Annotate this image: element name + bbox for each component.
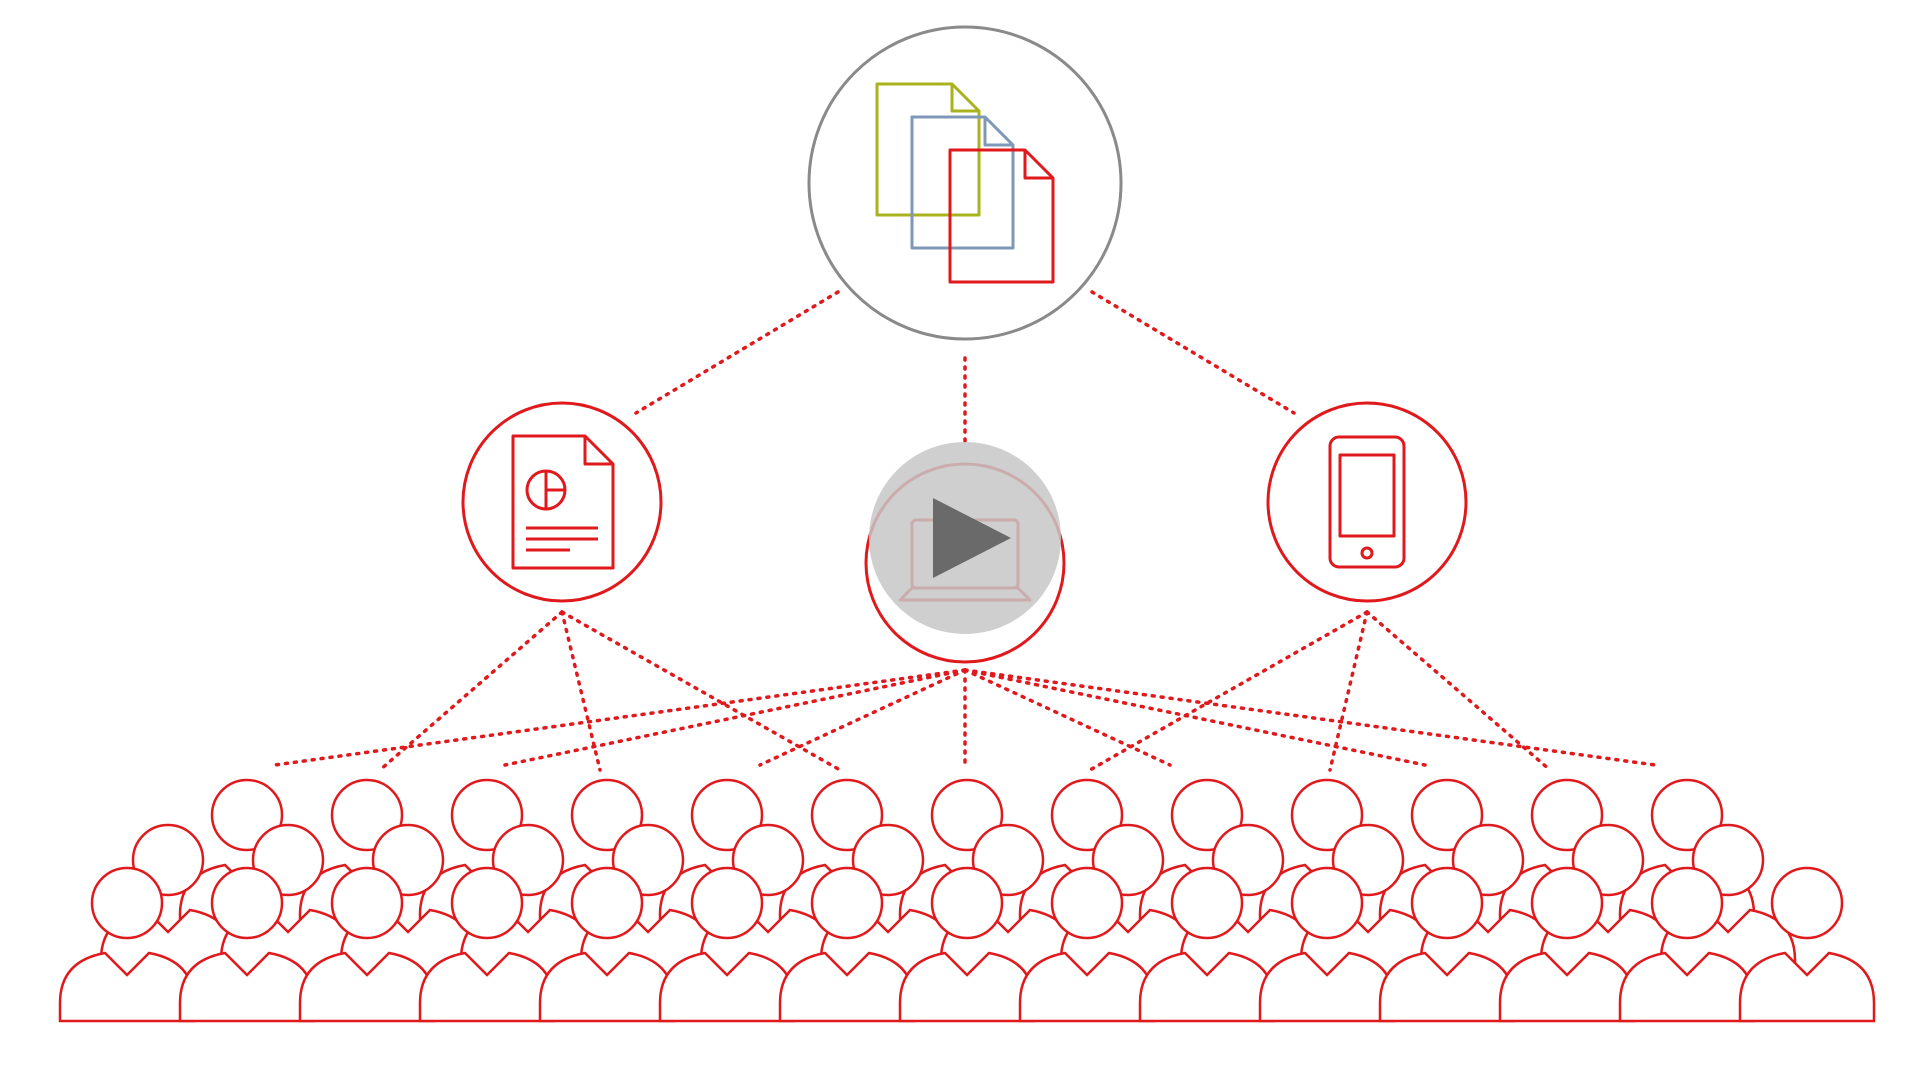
connector-line xyxy=(1365,610,1552,772)
connector-line xyxy=(1328,610,1369,772)
connector-line xyxy=(1090,290,1296,415)
connector-lines xyxy=(273,290,1657,772)
connector-line xyxy=(560,610,842,772)
audience-person-icon xyxy=(178,866,316,1023)
connector-line xyxy=(560,610,602,772)
connector-line xyxy=(963,668,1172,767)
audience-person-icon xyxy=(1378,866,1516,1023)
channel-report-node xyxy=(461,401,663,603)
play-button[interactable] xyxy=(869,442,1061,634)
connector-line xyxy=(963,668,1427,767)
document-green-icon xyxy=(875,82,981,217)
connector-line xyxy=(1088,610,1369,772)
connector-line xyxy=(634,290,840,415)
audience-person-icon xyxy=(898,866,1036,1023)
hub-circle xyxy=(807,25,1123,341)
hub-node xyxy=(807,25,1123,341)
audience-person-icon xyxy=(1738,866,1876,1023)
audience-person-icon xyxy=(58,866,196,1023)
audience-person-icon xyxy=(1138,866,1276,1023)
audience-person-icon xyxy=(1618,866,1756,1023)
document-blue-icon xyxy=(910,115,1015,250)
play-icon[interactable] xyxy=(933,498,1011,578)
audience-person-icon xyxy=(1498,866,1636,1023)
connector-line xyxy=(273,668,967,767)
connector-line xyxy=(503,668,967,767)
audience-crowd xyxy=(58,778,1876,1023)
connector-line xyxy=(758,668,967,767)
stacked-documents-icon xyxy=(875,82,1055,284)
smartphone-icon xyxy=(1328,435,1406,569)
audience-person-icon xyxy=(538,866,676,1023)
audience-person-icon xyxy=(418,866,556,1023)
connector-line xyxy=(963,668,1657,767)
audience-person-icon xyxy=(1258,866,1396,1023)
audience-person-icon xyxy=(778,866,916,1023)
audience-person-icon xyxy=(1018,866,1156,1023)
report-chart-icon xyxy=(511,434,615,570)
document-red-icon xyxy=(948,148,1055,284)
connector-line xyxy=(378,610,564,772)
channel-mobile-node xyxy=(1266,401,1468,603)
channel-mobile-circle xyxy=(1266,401,1468,603)
